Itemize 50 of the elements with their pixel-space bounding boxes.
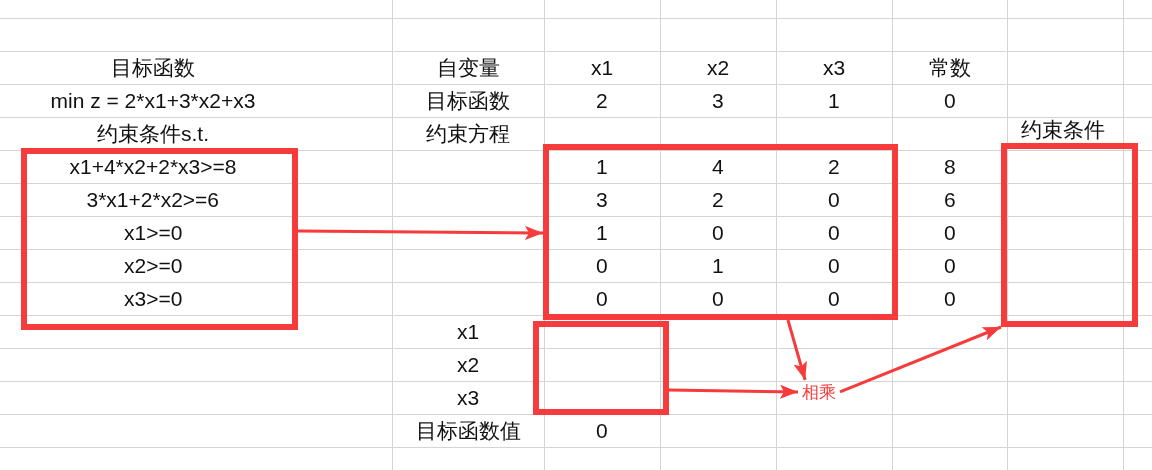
constraint-text: x2>=0 xyxy=(124,252,183,279)
cell-value: 3 xyxy=(712,87,724,114)
coefficient-value: 2 xyxy=(712,186,724,213)
cell-value: 0 xyxy=(944,219,956,246)
arrow xyxy=(668,384,799,399)
cell-value: 2 xyxy=(596,87,608,114)
coefficient-value: 0 xyxy=(712,219,724,246)
column-header: x2 xyxy=(707,54,730,81)
cell-value: 1 xyxy=(828,87,840,114)
coefficient-value: 0 xyxy=(828,285,840,312)
row-header: x2 xyxy=(457,351,480,378)
column-header: x1 xyxy=(591,54,614,81)
coefficient-value: 0 xyxy=(828,219,840,246)
coefficient-value: 0 xyxy=(828,186,840,213)
row-header: 约束方程 xyxy=(426,120,510,147)
cell-value: 0 xyxy=(944,285,956,312)
coefficient-value: 1 xyxy=(596,219,608,246)
row-header: x1 xyxy=(457,318,480,345)
coefficient-value: 0 xyxy=(596,252,608,279)
cell-value: 0 xyxy=(944,252,956,279)
coefficient-value: 3 xyxy=(596,186,608,213)
coefficient-value: 0 xyxy=(712,285,724,312)
row-header: 目标函数 xyxy=(426,87,510,114)
title-text: 目标函数 xyxy=(111,54,195,81)
coefficient-value: 0 xyxy=(828,252,840,279)
row-header: 目标函数值 xyxy=(415,417,521,444)
constraint-text: x1+4*x2+2*x3>=8 xyxy=(69,153,237,180)
operation-text: 相乘 xyxy=(802,382,836,404)
cell-value: 0 xyxy=(944,87,956,114)
heading-text: 约束条件 xyxy=(1021,117,1105,143)
row-header: 自变量 xyxy=(436,54,500,81)
constraint-text: 3*x1+2*x2>=6 xyxy=(86,186,220,213)
coefficient-value: 4 xyxy=(712,153,724,180)
column-header: 常数 xyxy=(929,54,971,81)
arrow xyxy=(786,319,807,381)
row-header: x3 xyxy=(457,384,480,411)
title-text: 约束条件s.t. xyxy=(97,120,209,147)
column-header: x3 xyxy=(823,54,846,81)
cell-value: 8 xyxy=(944,153,956,180)
coefficient-value: 2 xyxy=(828,153,840,180)
formula-text: min z = 2*x1+3*x2+x3 xyxy=(50,87,256,114)
coefficient-value: 1 xyxy=(712,252,724,279)
constraint-text: x1>=0 xyxy=(124,219,183,246)
coefficient-value: 0 xyxy=(596,285,608,312)
coefficient-value: 1 xyxy=(596,153,608,180)
cell-value: 6 xyxy=(944,186,956,213)
arrow xyxy=(839,325,1002,394)
constraint-text: x3>=0 xyxy=(124,285,183,312)
cell-value: 0 xyxy=(596,417,608,444)
arrow xyxy=(298,225,543,240)
